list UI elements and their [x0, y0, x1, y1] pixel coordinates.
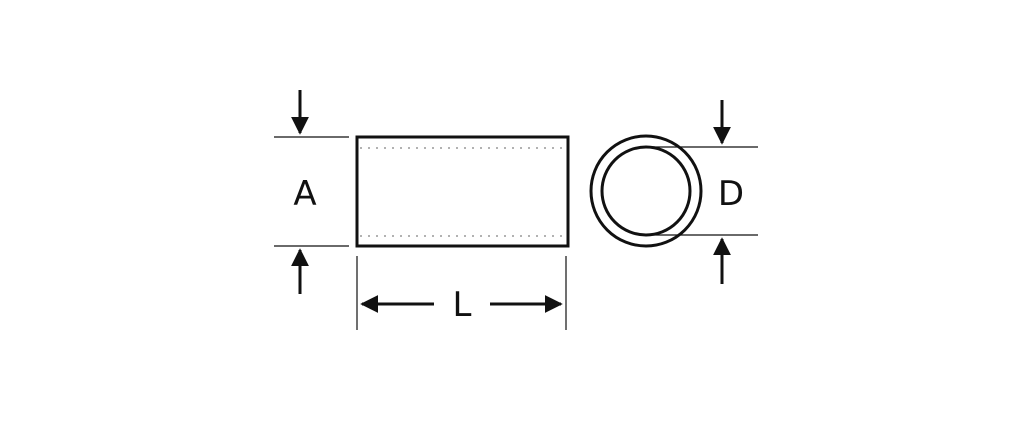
end-view-outer-ring: [589, 134, 703, 248]
end-view-inner-ring: [600, 145, 692, 237]
dim-a-label: A: [293, 174, 316, 214]
dim-d-label: D: [718, 174, 744, 214]
dim-l-label: L: [453, 285, 472, 325]
side-view-body: [355, 135, 570, 248]
